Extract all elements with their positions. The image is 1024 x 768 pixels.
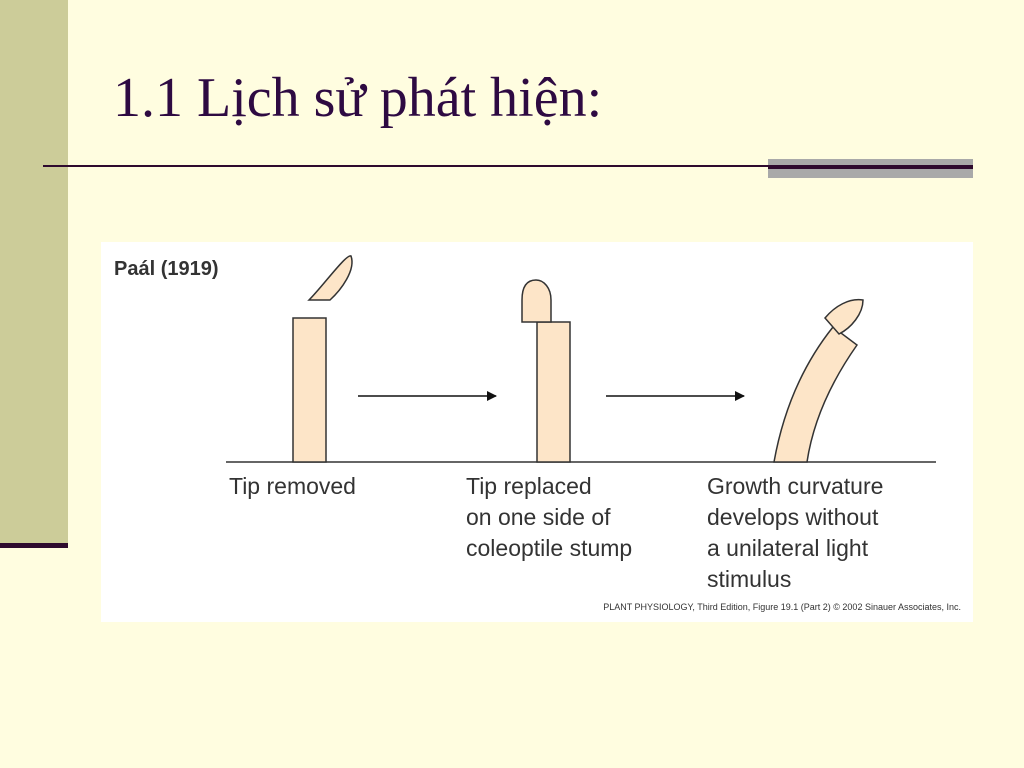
tilted-tip	[824, 298, 864, 335]
detached-tip	[307, 255, 353, 301]
figure-panel: Paál (1919) Tip removed Tip replaced on …	[101, 242, 973, 622]
coleoptile-stump	[292, 317, 327, 463]
caption-line: on one side of	[466, 504, 611, 530]
title-underline	[43, 165, 770, 167]
left-decorative-bar	[0, 0, 68, 545]
replaced-tip	[521, 279, 552, 323]
curved-coleoptile	[773, 325, 859, 463]
caption-line: stimulus	[707, 566, 792, 592]
caption-tip-removed: Tip removed	[229, 471, 356, 502]
caption-line: Tip removed	[229, 473, 356, 499]
stage-3-curved-growth	[773, 298, 864, 463]
slide-title: 1.1 Lịch sử phát hiện:	[113, 67, 603, 129]
title-underline-accent	[768, 159, 973, 179]
left-bar-rule	[0, 543, 68, 548]
caption-tip-replaced: Tip replaced on one side of coleoptile s…	[466, 471, 632, 564]
stage-2-tip-replaced	[521, 279, 571, 463]
caption-line: coleoptile stump	[466, 535, 633, 561]
caption-growth-curvature: Growth curvature develops without a unil…	[707, 471, 883, 595]
figure-credit: PLANT PHYSIOLOGY, Third Edition, Figure …	[603, 602, 961, 612]
coleoptile-stump	[536, 321, 571, 463]
caption-line: a unilateral light	[707, 535, 869, 561]
coleoptile-diagram	[226, 255, 936, 463]
stage-1-tip-removed	[292, 255, 353, 463]
caption-line: Growth curvature	[707, 473, 884, 499]
figure-heading: Paál (1919)	[114, 258, 219, 280]
caption-line: Tip replaced	[466, 473, 592, 499]
caption-line: develops without	[707, 504, 879, 530]
